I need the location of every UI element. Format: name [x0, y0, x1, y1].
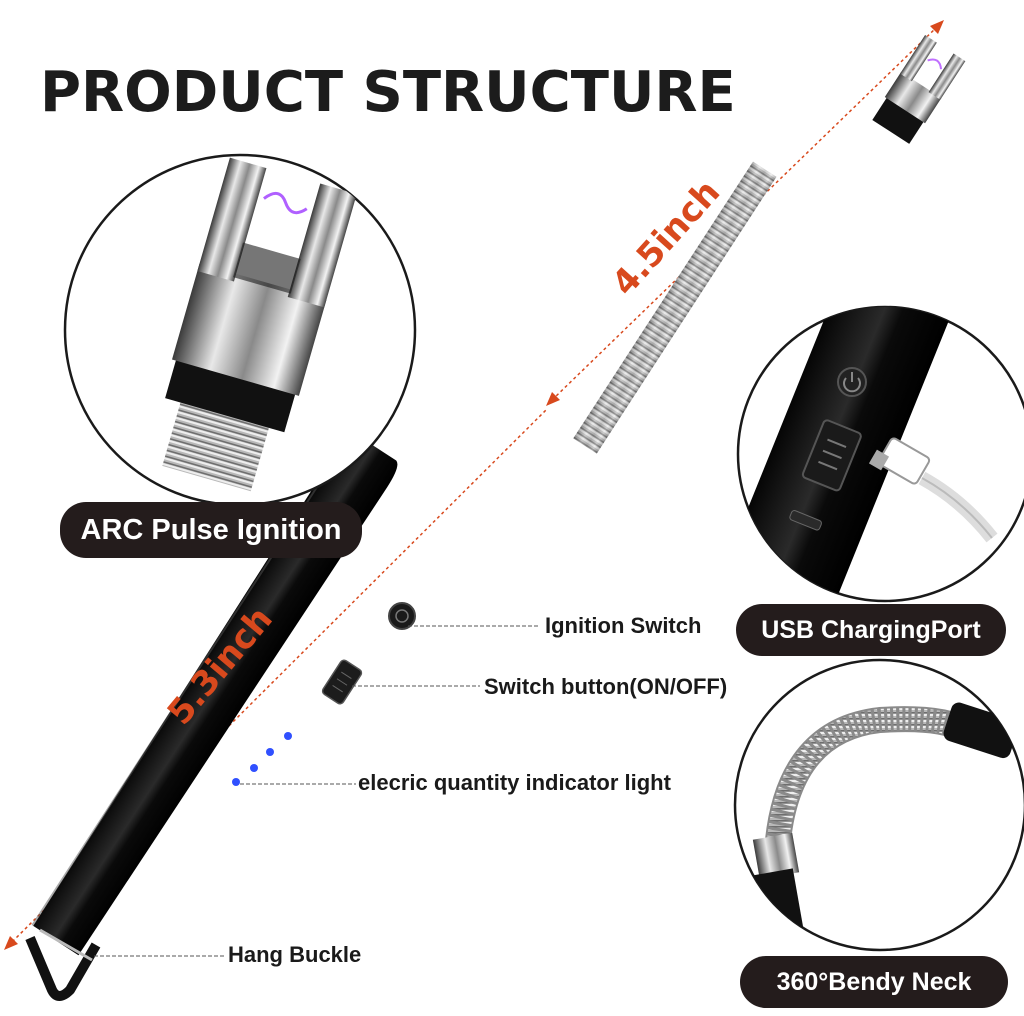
feature-label-usb: USB ChargingPort	[736, 604, 1006, 656]
ignition-switch[interactable]	[388, 602, 416, 630]
power-icon	[837, 367, 867, 397]
hang-buckle	[25, 928, 101, 1001]
feature-label-neck: 360°Bendy Neck	[740, 956, 1008, 1008]
inset-arc-ignition	[63, 153, 417, 507]
lighter-head	[872, 34, 966, 144]
inset-bendy-neck	[733, 658, 1024, 952]
page-title: PRODUCT STRUCTURE	[40, 60, 736, 125]
feature-label-arc: ARC Pulse Ignition	[60, 502, 362, 558]
callout-hang-buckle: Hang Buckle	[228, 942, 362, 967]
callout-ignition-switch: Ignition Switch	[545, 613, 702, 638]
lighter	[25, 34, 966, 1001]
callout-indicator-light: elecric quantity indicator light	[358, 770, 671, 795]
dimension-line-upper	[546, 20, 944, 406]
indicator-leds	[232, 732, 292, 786]
usb-plug-icon	[868, 437, 998, 543]
flex-neck	[573, 161, 777, 454]
switch-button[interactable]	[321, 659, 363, 706]
callout-switch-button: Switch button(ON/OFF)	[484, 674, 728, 699]
lighter-body	[31, 440, 398, 956]
